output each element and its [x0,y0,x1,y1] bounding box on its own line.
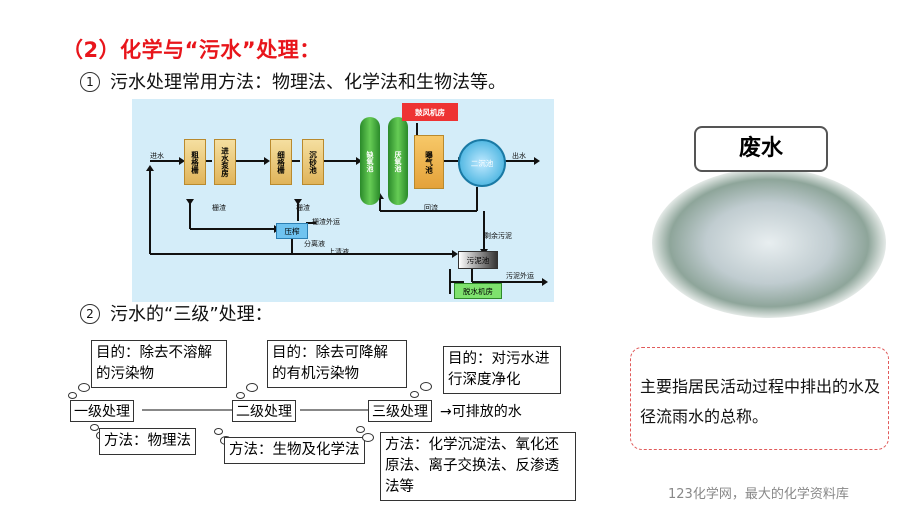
residual-sludge-label: 剩余污泥 [484,232,512,240]
thought-bubble [78,383,90,392]
inflow-pump-room: 进水泵房 [214,139,236,185]
dischargeable-water-label: →可排放的水 [440,404,522,420]
definition-box [630,347,889,450]
thought-bubble [362,433,374,442]
aeration-tank: 曝气池 [414,135,444,189]
sludge-out-label: 污泥外运 [506,272,534,280]
section-title: （2）化学与“污水”处理： [62,38,321,62]
blower-room: 鼓风机房 [402,103,458,121]
point-1-text: 污水处理常用方法：物理法、化学法和生物法等。 [110,72,506,93]
thought-bubble [410,391,419,398]
screenings-label-1: 栅渣 [212,204,226,212]
primary-stage-box: 一级处理 [70,400,134,422]
wastewater-definition: 主要指居民活动过程中排出的水及径流雨水的总称。 [640,377,881,426]
wastewater-title-box: 废水 [694,126,828,172]
press-box: 压榨 [276,223,308,239]
inflow-label: 进水 [150,152,164,160]
point-1: 1 污水处理常用方法：物理法、化学法和生物法等。 [80,68,506,94]
tertiary-method-box: 方法：化学沉淀法、氧化还原法、离子交换法、反渗透法等 [380,432,576,501]
point-2-text: 污水的“三级”处理： [110,304,273,325]
thought-bubble [420,382,432,391]
screenings-label-2: 栅渣 [296,204,310,212]
thought-bubble [356,426,365,433]
return-flow-label: 回流 [424,204,438,212]
outflow-label: 出水 [512,152,526,160]
circled-number-2: 2 [80,304,100,324]
circled-number-1: 1 [80,72,100,92]
wastewater-photo [652,168,886,318]
secondary-clarifier: 二沉池 [458,139,506,187]
process-flow-diagram: 进水 粗格栅 进水泵房 细格栅 沉砂池 缺氧池 厌氧池 曝气池 鼓风机房 二沉池… [132,99,554,302]
anaerobic-tank: 缺氧池 [360,117,380,205]
supernatant-label: 上清液 [328,248,349,256]
thought-bubble [236,392,245,399]
tertiary-goal-box: 目的：对污水进行深度净化 [443,346,561,394]
fine-grid: 细格栅 [270,139,292,185]
point-2: 2 污水的“三级”处理： [80,300,273,326]
thought-bubble [246,383,258,392]
footer-watermark: 123化学网，最大的化学资料库 [668,487,849,502]
dewater-room: 脱水机房 [454,283,502,299]
sludge-tank: 污泥池 [458,251,498,269]
grit-tank: 沉砂池 [302,139,324,185]
tertiary-stage-box: 三级处理 [368,400,432,422]
secondary-goal-box: 目的：除去可降解的有机污染物 [267,340,407,388]
stage-connector-lines [142,409,368,411]
screenings-out-label: 栅渣外运 [312,218,340,226]
secondary-stage-box: 二级处理 [232,400,296,422]
coarse-grid: 粗格栅 [184,139,206,185]
secondary-method-box: 方法：生物及化学法 [224,437,365,464]
thought-bubble [68,392,77,399]
separated-liquid-label: 分离液 [304,240,325,248]
primary-method-box: 方法：物理法 [99,428,196,455]
primary-goal-box: 目的：除去不溶解的污染物 [91,340,227,388]
anoxic-tank: 厌氧池 [388,117,408,205]
thought-bubble [214,428,223,435]
thought-bubble [90,424,99,431]
